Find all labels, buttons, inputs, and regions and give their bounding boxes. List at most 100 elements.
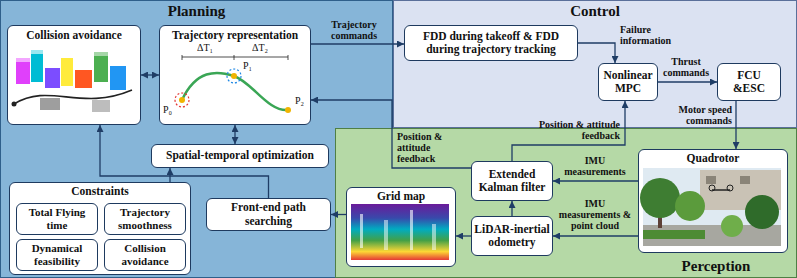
connector-arrow bbox=[141, 74, 159, 75]
trajectory-sketch bbox=[182, 73, 288, 110]
obstacle-blocks bbox=[92, 100, 110, 112]
figure-annotation: P₁ bbox=[243, 60, 252, 72]
quadrotor-photo bbox=[721, 215, 743, 237]
connector-arrow bbox=[169, 168, 170, 182]
quadrotor-photo bbox=[709, 185, 715, 191]
grid-map-image bbox=[351, 204, 449, 260]
edge-label: Trajectory commands bbox=[313, 19, 395, 41]
figure-annotation: P₂ bbox=[295, 95, 304, 107]
figure-annotation: ΔT₁ bbox=[197, 42, 213, 54]
box-label: FDD during takeoff & FDD during trajecto… bbox=[408, 30, 574, 56]
box-label: Quadrotor bbox=[687, 152, 740, 165]
box-label: Dynamical feasibility bbox=[20, 242, 94, 267]
avoidance-trajectory bbox=[12, 90, 133, 107]
connector-arrow bbox=[234, 125, 235, 144]
connector-arrow bbox=[331, 214, 346, 215]
obstacle-blocks bbox=[31, 54, 43, 82]
box-label: Spatial-temporal optimization bbox=[166, 149, 314, 162]
box-label: Extended Kalman filter bbox=[474, 168, 550, 194]
box-label: Collision avoidance bbox=[108, 242, 182, 267]
obstacle-blocks bbox=[31, 50, 43, 54]
constraint-box: Dynamical feasibility bbox=[16, 239, 98, 271]
panel-title: Planning bbox=[168, 3, 226, 20]
edge-label: IMU measurements & point cloud bbox=[556, 198, 634, 231]
trajectory-sketch bbox=[182, 55, 183, 60]
trajectory-sketch bbox=[175, 93, 189, 107]
box-label: Constraints bbox=[71, 185, 129, 198]
lio-box: LiDAR-inertial odometry bbox=[471, 216, 553, 256]
trajectory-sketch bbox=[227, 69, 241, 83]
grid-map-image bbox=[360, 214, 363, 248]
box-label: FCU &ESC bbox=[720, 69, 778, 95]
panel-title: Control bbox=[570, 3, 620, 20]
box-label: Grid map bbox=[377, 190, 425, 203]
connector-arrow bbox=[100, 125, 269, 198]
box-label: Collision avoidance bbox=[26, 29, 122, 42]
edge-label: Motor speed commands bbox=[670, 104, 732, 126]
avoidance-trajectory bbox=[14, 90, 132, 104]
grid-map-image bbox=[410, 210, 413, 250]
obstacle-blocks bbox=[16, 58, 30, 62]
figure-annotation: P₀ bbox=[163, 104, 172, 116]
box-label: Nonlinear MPC bbox=[601, 69, 655, 95]
quadrotor-photo bbox=[745, 195, 779, 229]
constraint-box: Total Flying time bbox=[16, 203, 98, 235]
connector-arrow bbox=[578, 43, 615, 63]
trajectory-sketch bbox=[288, 55, 289, 60]
fcu-box: FCU &ESC bbox=[717, 63, 781, 101]
trajectory-sketch bbox=[234, 55, 235, 60]
ekf-box: Extended Kalman filter bbox=[471, 161, 553, 201]
constraints-box: Total Flying time Trajectory smoothnessDy… bbox=[9, 182, 191, 275]
obstacle-blocks bbox=[16, 62, 30, 84]
box-label: Total Flying time bbox=[20, 206, 94, 231]
figure-annotation: ΔT₂ bbox=[252, 42, 268, 54]
quadrotor-photo bbox=[675, 191, 705, 221]
quadrotor-photo bbox=[727, 185, 733, 191]
panel-title: Perception bbox=[682, 258, 751, 275]
connector-arrow bbox=[512, 101, 625, 161]
connector-arrow bbox=[511, 201, 512, 216]
grid-map-image bbox=[384, 220, 388, 250]
avoidance-trajectory bbox=[12, 102, 17, 107]
quadrotor-photo bbox=[640, 178, 680, 218]
trajectory-sketch bbox=[285, 107, 291, 113]
obstacle-blocks bbox=[75, 70, 92, 88]
trajectory-sketch bbox=[179, 97, 185, 103]
connector-arrow bbox=[553, 180, 638, 181]
connector-arrow bbox=[311, 100, 471, 168]
box-label: Trajectory smoothness bbox=[108, 206, 182, 231]
edge-label: Position & attitude feedback bbox=[397, 131, 467, 164]
obstacle-blocks bbox=[94, 56, 108, 82]
grid-map-image bbox=[432, 224, 436, 250]
connector-arrow bbox=[456, 235, 471, 236]
optimization-box: Spatial-temporal optimization bbox=[151, 144, 329, 168]
path-search-box: Front-end path searching bbox=[206, 198, 331, 231]
connector-arrow bbox=[735, 101, 736, 149]
obstacle-blocks bbox=[110, 66, 126, 90]
obstacle-blocks bbox=[40, 98, 60, 110]
quadrotor-photo bbox=[643, 230, 705, 239]
trajectory-sketch bbox=[231, 73, 237, 79]
quadrotor-photo bbox=[640, 168, 781, 246]
edge-label: IMU measurements bbox=[556, 155, 634, 177]
trajectory-sketch bbox=[182, 57, 288, 58]
box-label: Front-end path searching bbox=[210, 201, 327, 227]
constraint-box: Collision avoidance bbox=[104, 239, 186, 271]
fdd-box: FDD during takeoff & FDD during trajecto… bbox=[404, 25, 578, 61]
mpc-box: Nonlinear MPC bbox=[598, 63, 658, 101]
quadrotor-photo bbox=[706, 176, 716, 184]
connector-arrow bbox=[553, 235, 638, 236]
grid-map-image bbox=[351, 204, 449, 260]
constraint-box: Trajectory smoothness bbox=[104, 203, 186, 235]
obstacle-blocks bbox=[94, 52, 108, 56]
connector-arrow bbox=[311, 43, 404, 44]
edge-label: Thrust commands bbox=[658, 56, 714, 78]
obstacle-blocks bbox=[45, 68, 60, 88]
box-label: Trajectory representation bbox=[172, 29, 298, 42]
box-label: LiDAR-inertial odometry bbox=[474, 223, 550, 249]
connector-arrow bbox=[658, 81, 717, 82]
edge-label: Failure information bbox=[620, 24, 682, 46]
trajectory-sketch bbox=[175, 55, 291, 113]
obstacle-blocks bbox=[16, 50, 126, 112]
quadrotor-photo bbox=[740, 176, 750, 184]
